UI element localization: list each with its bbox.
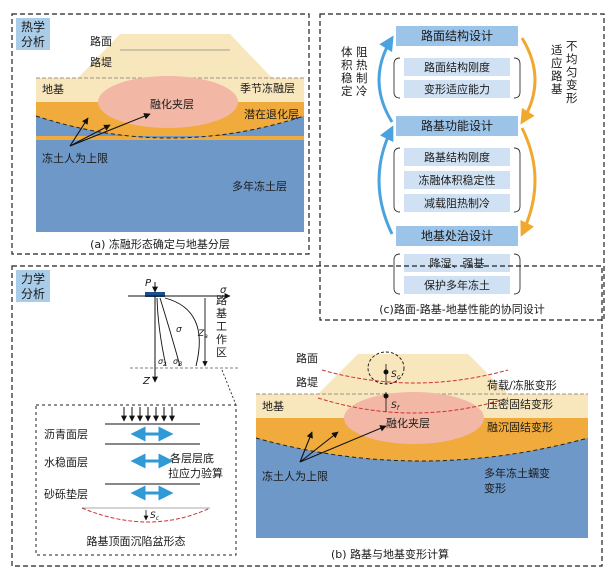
sf-label: Sf: [391, 401, 400, 412]
box-foundation-design-label: 地基处治设计: [421, 229, 493, 243]
panel-a-caption: (a) 冻融形态确定与地基分层: [90, 237, 230, 251]
arrow-right-bottom: [520, 127, 537, 237]
box-dehumidify-label: 降湿、强基: [430, 256, 485, 270]
side-right-top-a: 适应路基: [551, 43, 563, 96]
label-basin: 路基顶面沉陷盆形态: [87, 534, 186, 548]
box-subgrade-design-label: 路基功能设计: [421, 118, 493, 133]
label-thaw-consol: 融沉固结变形: [487, 420, 553, 434]
panel-c: 路面结构设计 路面结构刚度 变形适应能力 路基功能设计 路基结构刚度 冻融体积稳…: [319, 13, 605, 321]
work-zone-label: 路基工作区: [216, 294, 227, 359]
label-stable-base: 水稳面层: [44, 455, 88, 469]
deformation-cross-section: Sc Sf 路面 路堤 地基 融化夹层 冻土人为上限 荷载/冻胀变形 压密固结变…: [255, 351, 589, 538]
sigma-axis-label: σ: [220, 285, 227, 296]
label-subgrade-b: 地基: [262, 400, 284, 413]
box-pavement-design: [396, 26, 518, 46]
box-heat-reduction-label: 减载阻热制冷: [424, 197, 490, 210]
panel-a: 热学 分析 路面 路堤 地基 季节冻融层 融化夹层 潜在退化层 冻土人为上限 多…: [11, 13, 310, 255]
label-permafrost-table-b: 冻土人为上限: [262, 469, 328, 483]
box-freeze-thaw: [404, 171, 510, 189]
panel-b-tag-line2: 分析: [21, 287, 45, 301]
side-left-top-a: 体积稳定: [341, 45, 353, 98]
panel-b-thaw-bulb: [344, 392, 484, 444]
settlement-basin-curve: [81, 507, 211, 523]
label-compaction: 压密固结变形: [487, 397, 553, 411]
box-subgrade-stiffness-label: 路基结构刚度: [424, 150, 490, 164]
label-permafrost-table-a: 冻土人为上限: [42, 151, 108, 165]
box-subgrade-design: [396, 116, 518, 136]
label-creep: 多年冻土蠕变: [484, 466, 550, 480]
label-gravel: 砂砾垫层: [44, 487, 88, 501]
panel-a-embankment: [78, 34, 272, 78]
label-check-line1: 各层层底: [170, 451, 214, 465]
label-embankment-a: 路堤: [90, 56, 112, 69]
box-deform-adapt-label: 变形适应能力: [424, 82, 490, 96]
panel-b-embankment: [318, 354, 508, 394]
arrow-left-bottom: [377, 125, 394, 235]
label-subgrade-a: 地基: [42, 83, 64, 96]
box-heat-reduction: [404, 194, 510, 212]
side-left-top-b: 阻热制冷: [356, 45, 368, 98]
label-road-surface-b: 路面: [296, 352, 318, 365]
arrow-left-top: [377, 35, 394, 123]
label-permafrost-a: 多年冻土层: [232, 179, 287, 193]
box-protect-permafrost: [404, 276, 510, 294]
z-axis-label: Z: [142, 376, 151, 387]
label-thaw-bulb-a: 融化夹层: [150, 97, 194, 111]
box-foundation-design: [396, 226, 518, 246]
box-pavement-design-label: 路面结构设计: [421, 28, 493, 43]
box-subgrade-stiffness: [404, 148, 510, 166]
load-label: P: [145, 278, 152, 289]
panel-a-tag-line2: 分析: [21, 35, 45, 49]
box-dehumidify: [404, 254, 510, 272]
panel-a-tag: [16, 18, 50, 50]
sigma-b-label: σB: [173, 357, 182, 368]
box-freeze-thaw-label: 冻融体积稳定性: [419, 173, 496, 187]
zone-depth-label: Za: [197, 329, 208, 340]
label-road-surface-a: 路面: [90, 35, 112, 48]
inset-s-label: Sc: [150, 511, 160, 522]
box-protect-permafrost-label: 保护多年冻土: [424, 278, 490, 292]
stress-distribution-diagram: P σ Z σ σz σB Za 路基工作区: [128, 278, 240, 387]
sc-label: Sc: [391, 370, 401, 381]
panel-b-tag-line1: 力学: [21, 271, 45, 286]
panel-b: 力学 分析 P σ Z σ σz σB Za 路基工作区: [11, 265, 603, 567]
pavement-layer-inset: Sc 沥青面层 水稳面层 砂砾垫层 各层层底 拉应力验算 路基顶面沉陷盆形态: [35, 404, 237, 556]
label-creep-line2: 变形: [484, 481, 506, 495]
panel-c-caption: (c)路面-路基-地基性能的协同设计: [379, 302, 545, 316]
panel-b-caption: (b) 路基与地基变形计算: [331, 547, 449, 561]
sigma-z-label: σz: [158, 357, 167, 368]
panel-a-tag-line1: 热学: [21, 19, 45, 34]
panel-b-tag: [16, 270, 50, 302]
load-plate: [145, 292, 165, 297]
arrow-right-top: [520, 37, 537, 125]
side-right-top-b: 不均匀变形: [566, 39, 578, 105]
label-degrading-layer: 潜在退化层: [244, 107, 299, 121]
label-thaw-bulb-b: 融化夹层: [386, 416, 430, 430]
box-pavement-stiffness: [404, 58, 510, 76]
box-deform-adapt: [404, 80, 510, 98]
label-check-line2: 拉应力验算: [168, 466, 223, 480]
label-seasonal-layer: 季节冻融层: [240, 81, 295, 95]
panel-a-thaw-bulb: [98, 76, 238, 128]
box-pavement-stiffness-label: 路面结构刚度: [424, 60, 490, 74]
label-asphalt: 沥青面层: [44, 428, 88, 441]
label-load-frost: 荷载/冻胀变形: [487, 378, 557, 392]
curve-sigma-label: σ: [176, 325, 182, 335]
label-embankment-b: 路堤: [296, 376, 318, 389]
